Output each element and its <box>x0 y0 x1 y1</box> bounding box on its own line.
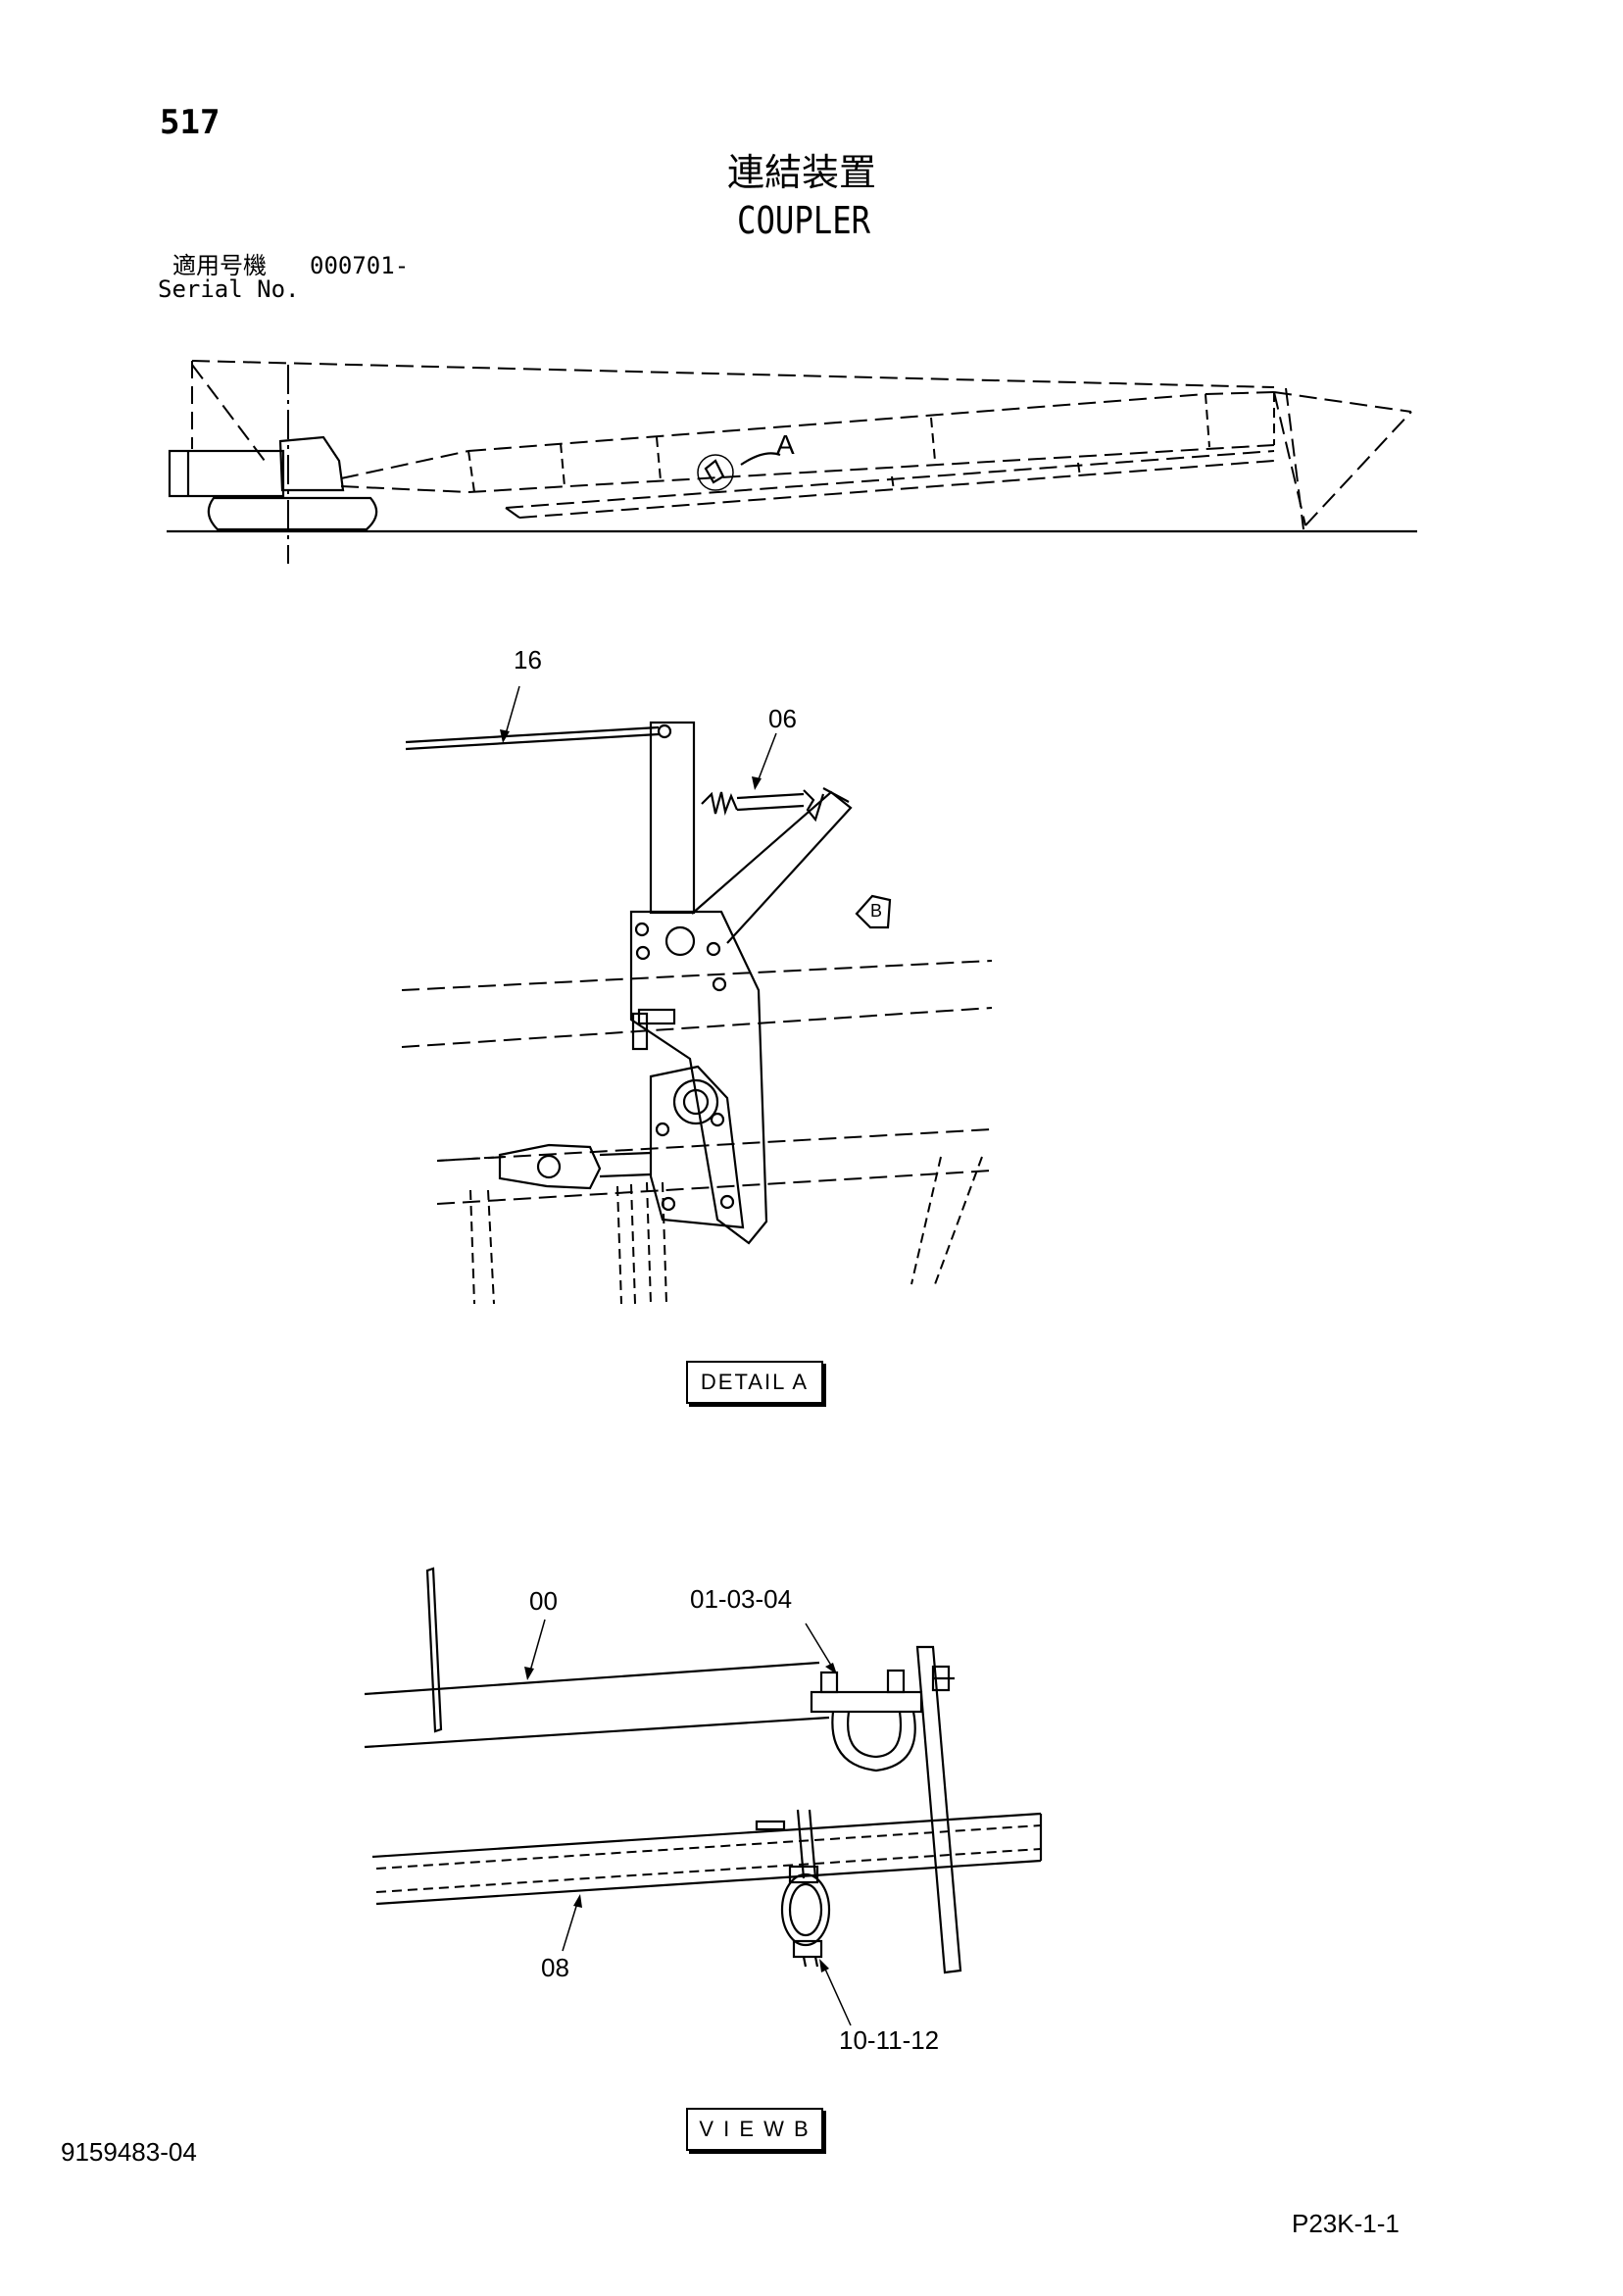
detail-a-caption: DETAIL A <box>686 1361 823 1404</box>
page-code: P23K-1-1 <box>1292 2209 1400 2238</box>
detail-a-drawing <box>401 685 993 1305</box>
view-b-marker: B <box>870 901 883 921</box>
document-number: 9159483-04 <box>61 2137 197 2167</box>
serial-number-value: 000701- <box>310 252 410 279</box>
part-label-16: 16 <box>514 645 542 674</box>
page-number: 517 <box>160 103 221 142</box>
serial-label-english: Serial No. <box>158 275 300 303</box>
part-label-08: 08 <box>541 1953 569 1982</box>
view-b-drawing <box>364 1567 1043 2026</box>
view-b-caption: V I E W B <box>686 2108 823 2151</box>
title-english: COUPLER <box>737 199 871 242</box>
part-label-01-03-04: 01-03-04 <box>690 1584 793 1614</box>
title-japanese: 連結装置 <box>727 151 877 194</box>
part-label-00: 00 <box>529 1586 558 1616</box>
serial-label-japanese: 適用号機 <box>172 252 267 279</box>
crane-overview <box>167 360 1417 564</box>
part-label-10-11-12: 10-11-12 <box>839 2025 940 2055</box>
part-label-06: 06 <box>768 704 797 733</box>
callout-a: A <box>776 429 795 460</box>
